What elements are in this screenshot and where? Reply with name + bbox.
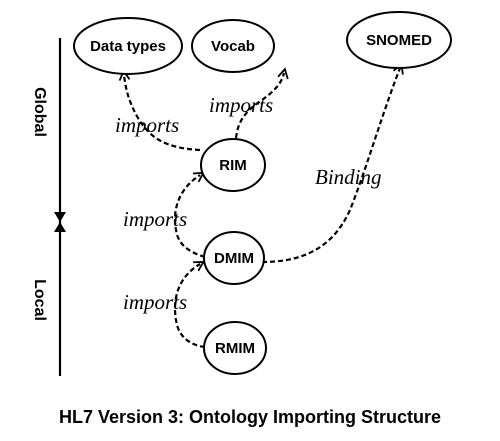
axis-arrow-up [54, 222, 66, 232]
node-label-vocab: Vocab [211, 38, 255, 55]
edge-rim-to-data-types [118, 69, 201, 152]
edge-dmim-to-snomed [261, 62, 404, 264]
node-label-dmim: DMIM [214, 250, 254, 267]
axis-label-global: Global [31, 87, 48, 137]
scope-axis: Global Local [31, 38, 66, 376]
edge-label-rim-data-types: imports [115, 113, 179, 137]
node-label-rmim: RMIM [215, 340, 255, 357]
edge-label-rmim-dmim: imports [123, 290, 187, 314]
edge-rmim-to-dmim [174, 260, 206, 349]
node-data-types[interactable]: Data types [73, 17, 183, 75]
edge-rim-to-vocab [234, 67, 289, 139]
node-vocab[interactable]: Vocab [191, 19, 275, 73]
node-label-data-types: Data types [90, 38, 166, 55]
node-label-rim: RIM [219, 157, 247, 174]
edge-label-dmim-snomed: Binding [315, 165, 382, 189]
node-rmim[interactable]: RMIM [203, 321, 267, 375]
node-snomed[interactable]: SNOMED [346, 11, 452, 69]
axis-label-local: Local [31, 279, 48, 321]
diagram-caption: HL7 Version 3: Ontology Importing Struct… [59, 407, 441, 427]
node-dmim[interactable]: DMIM [203, 231, 265, 285]
edges [118, 62, 404, 349]
axis-arrow-down [54, 212, 66, 222]
node-label-snomed: SNOMED [366, 32, 432, 49]
edge-label-dmim-rim: imports [123, 207, 187, 231]
node-rim[interactable]: RIM [200, 138, 266, 192]
edge-label-rim-vocab: imports [209, 93, 273, 117]
edge-dmim-to-rim [174, 171, 206, 259]
